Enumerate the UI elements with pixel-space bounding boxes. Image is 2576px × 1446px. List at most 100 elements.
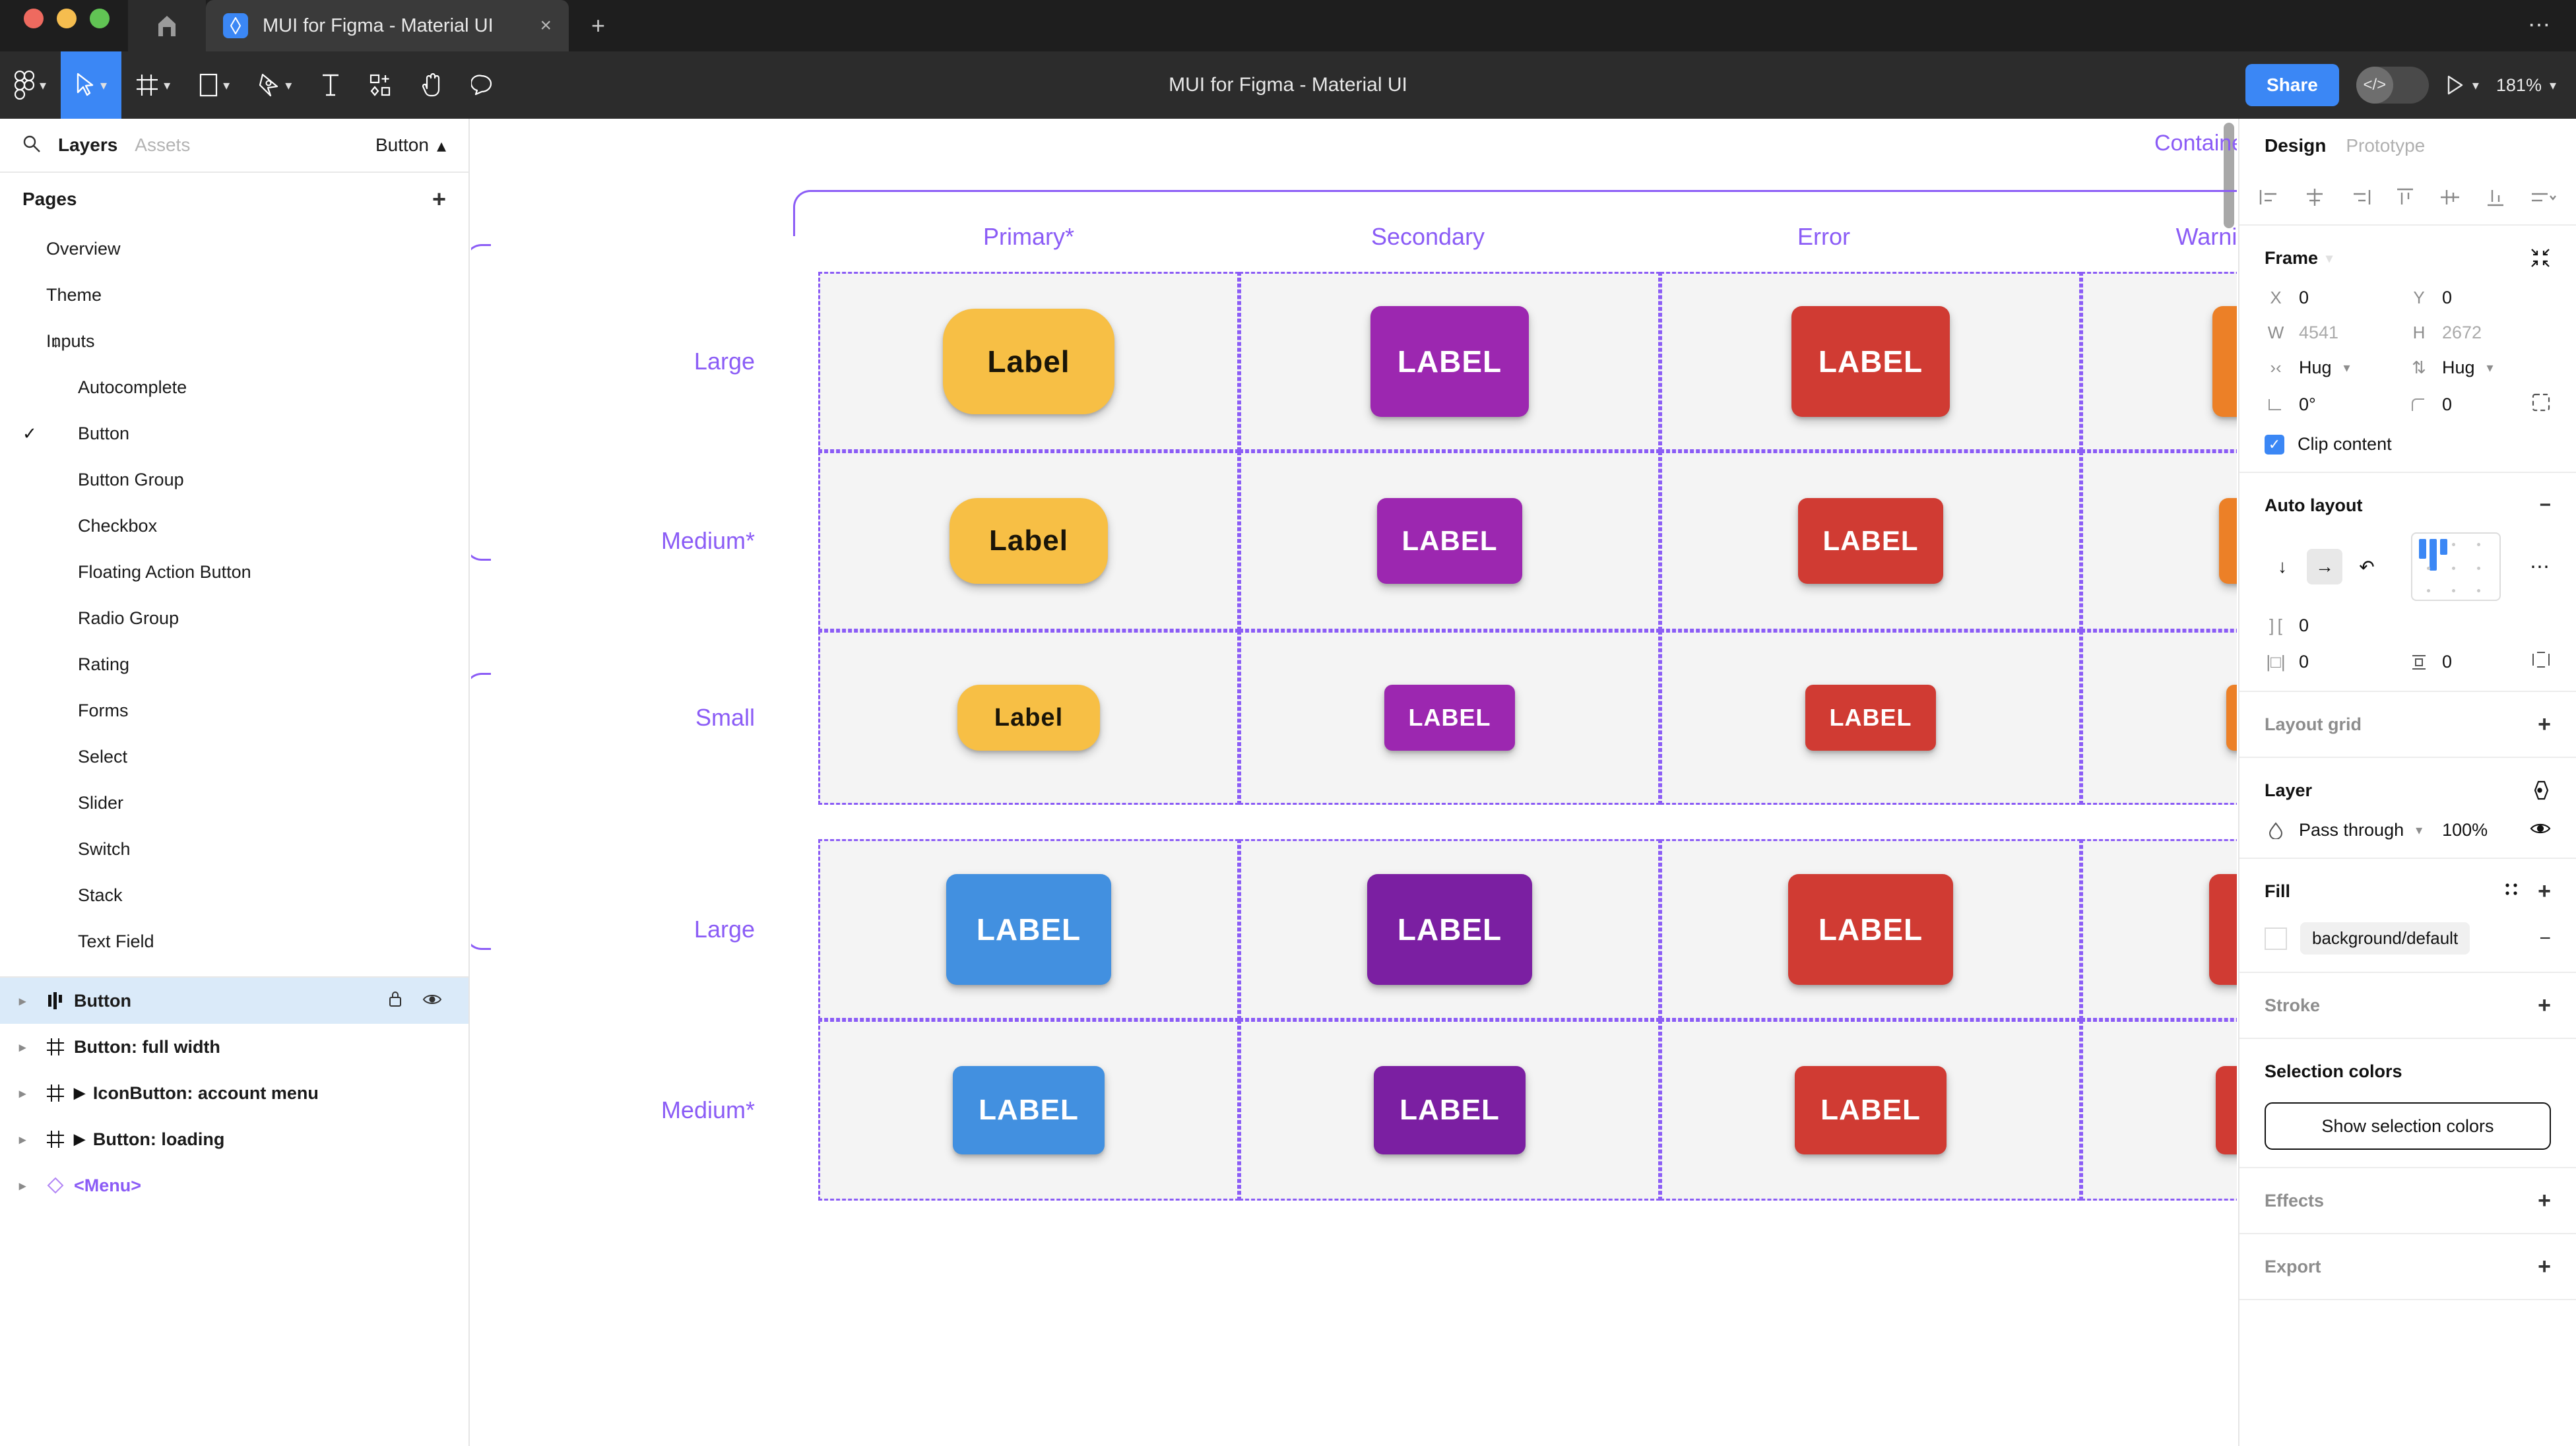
frame-h-field[interactable]: H 2672 — [2408, 323, 2551, 343]
add-page-button[interactable]: + — [432, 185, 446, 212]
sidebar-page-item[interactable]: Button Group — [0, 456, 468, 503]
layer-row[interactable]: ▸Button — [0, 978, 468, 1024]
page-dropdown[interactable]: Button ▴ — [375, 135, 446, 156]
frame-y-field[interactable]: Y 0 — [2408, 288, 2551, 308]
canvas-variant-cell[interactable]: Label — [818, 272, 1239, 451]
layer-row[interactable]: ▸<Menu> — [0, 1162, 468, 1209]
sidebar-page-item[interactable]: Radio Group — [0, 595, 468, 641]
home-tab-button[interactable] — [128, 0, 206, 51]
layer-row[interactable]: ▸Button: full width — [0, 1024, 468, 1070]
canvas-variant-cell[interactable]: LABEL — [818, 839, 1239, 1020]
canvas-variant-cell[interactable]: LABEL — [1660, 1020, 2081, 1201]
alignment-grid[interactable] — [2411, 532, 2501, 601]
frame-tool-icon[interactable]: ▾ — [121, 51, 185, 119]
add-layout-grid-button[interactable]: + — [2538, 712, 2551, 737]
sidebar-page-item[interactable]: Checkbox — [0, 503, 468, 549]
material-button[interactable]: LABEL — [1795, 1066, 1947, 1154]
sidebar-page-item[interactable]: ✓Button — [0, 410, 468, 456]
material-button[interactable]: LABEL — [1384, 685, 1515, 751]
independent-corners-icon[interactable] — [2531, 393, 2551, 417]
canvas-variant-cell[interactable]: LABEL — [2081, 451, 2237, 631]
layer-row[interactable]: ▸▶Button: loading — [0, 1116, 468, 1162]
sidebar-page-item[interactable]: Slider — [0, 780, 468, 826]
sidebar-page-item[interactable]: Switch — [0, 826, 468, 872]
material-button[interactable]: Label — [950, 498, 1108, 584]
sidebar-page-item[interactable]: ↓Inputs — [0, 318, 468, 364]
sidebar-page-item[interactable]: Overview — [0, 226, 468, 272]
sidebar-page-item[interactable]: Stack — [0, 872, 468, 918]
material-button[interactable]: LABEL — [946, 874, 1111, 985]
independent-padding-icon[interactable] — [2531, 650, 2551, 674]
align-top-icon[interactable] — [2395, 187, 2416, 210]
blend-mode-field[interactable]: Pass through ▾ — [2265, 820, 2442, 840]
chevron-down-icon[interactable]: ▾ — [2326, 251, 2333, 266]
material-button[interactable]: LABEL — [1791, 306, 1950, 417]
material-button[interactable]: Label — [943, 309, 1114, 414]
minimize-window-button[interactable] — [57, 9, 77, 28]
material-button[interactable]: LABEL — [1370, 306, 1529, 417]
distribute-menu-icon[interactable] — [2530, 187, 2556, 210]
horizontal-resizing-field[interactable]: ›‹ Hug ▾ — [2265, 358, 2408, 378]
opacity-field[interactable]: 100% — [2442, 820, 2551, 840]
expand-caret-icon[interactable]: ▸ — [18, 1086, 26, 1101]
material-button[interactable]: LABEL — [1788, 874, 1953, 985]
sidebar-page-item[interactable]: Autocomplete — [0, 364, 468, 410]
material-button[interactable]: LABEL — [1367, 874, 1532, 985]
lock-icon[interactable] — [388, 990, 402, 1012]
close-tab-icon[interactable]: × — [540, 15, 552, 36]
expand-caret-icon[interactable]: ▸ — [18, 993, 26, 1009]
material-button[interactable]: LABEL — [2209, 874, 2237, 985]
layout-horizontal-button[interactable]: → — [2307, 549, 2342, 584]
remove-fill-button[interactable]: − — [2539, 927, 2551, 949]
frame-w-field[interactable]: W 4541 — [2265, 323, 2408, 343]
sidebar-page-item[interactable]: Text Field — [0, 918, 468, 964]
vertical-padding-field[interactable]: 0 — [2408, 650, 2551, 674]
add-stroke-button[interactable]: + — [2538, 993, 2551, 1018]
canvas-variant-cell[interactable]: LABEL — [1239, 451, 1660, 631]
canvas-variant-cell[interactable]: LABEL — [2081, 631, 2237, 805]
canvas-variant-cell[interactable]: LABEL — [2081, 1020, 2237, 1201]
fill-color-swatch[interactable] — [2265, 927, 2287, 950]
expand-caret-icon[interactable]: ▸ — [18, 1132, 26, 1147]
new-tab-button[interactable]: + — [591, 12, 606, 39]
layer-settings-icon[interactable] — [2530, 780, 2551, 800]
tab-assets[interactable]: Assets — [135, 135, 191, 155]
corner-radius-field[interactable]: 0 — [2408, 393, 2551, 417]
auto-layout-more-options-icon[interactable]: ⋯ — [2530, 555, 2551, 578]
figma-menu-icon[interactable]: ▾ — [0, 51, 61, 119]
zoom-level-control[interactable]: 181% ▾ — [2496, 75, 2556, 96]
canvas-variant-cell[interactable]: LABEL — [818, 1020, 1239, 1201]
add-export-button[interactable]: + — [2538, 1254, 2551, 1279]
material-button[interactable]: LABEL — [2216, 1066, 2237, 1154]
sidebar-page-item[interactable]: Select — [0, 734, 468, 780]
canvas-variant-cell[interactable]: LABEL — [1660, 839, 2081, 1020]
close-window-button[interactable] — [24, 9, 44, 28]
sidebar-page-item[interactable]: Rating — [0, 641, 468, 687]
clip-content-row[interactable]: ✓ Clip content — [2265, 434, 2551, 455]
horizontal-padding-field[interactable]: |□| 0 — [2265, 652, 2408, 672]
canvas-variant-cell[interactable]: LABEL — [2081, 272, 2237, 451]
canvas-variant-cell[interactable]: LABEL — [2081, 839, 2237, 1020]
sidebar-page-item[interactable]: Theme — [0, 272, 468, 318]
sidebar-page-item[interactable]: Floating Action Button — [0, 549, 468, 595]
expand-caret-icon[interactable]: ▸ — [18, 1178, 26, 1193]
material-button[interactable]: LABEL — [2219, 498, 2237, 584]
material-button[interactable]: LABEL — [1805, 685, 1936, 751]
align-bottom-icon[interactable] — [2485, 187, 2506, 210]
frame-x-field[interactable]: X 0 — [2265, 288, 2408, 308]
align-left-icon[interactable] — [2259, 187, 2280, 210]
material-button[interactable]: LABEL — [1798, 498, 1943, 584]
canvas-variant-cell[interactable]: LABEL — [1239, 272, 1660, 451]
canvas-variant-cell[interactable]: Label — [818, 631, 1239, 805]
canvas-variant-cell[interactable]: LABEL — [1660, 451, 2081, 631]
design-canvas[interactable]: Contained Primary*SecondaryErrorWarningL… — [471, 119, 2237, 1446]
expand-caret-icon[interactable]: ▸ — [18, 1040, 26, 1055]
resize-to-fit-icon[interactable] — [2530, 247, 2551, 268]
fill-styles-icon[interactable] — [2502, 880, 2521, 903]
rotation-field[interactable]: 0° — [2265, 394, 2408, 415]
add-effect-button[interactable]: + — [2538, 1188, 2551, 1213]
pen-tool-icon[interactable]: ▾ — [244, 51, 306, 119]
text-tool-icon[interactable] — [306, 51, 355, 119]
material-button[interactable]: LABEL — [1374, 1066, 1526, 1154]
clip-content-checkbox[interactable]: ✓ — [2265, 434, 2284, 455]
